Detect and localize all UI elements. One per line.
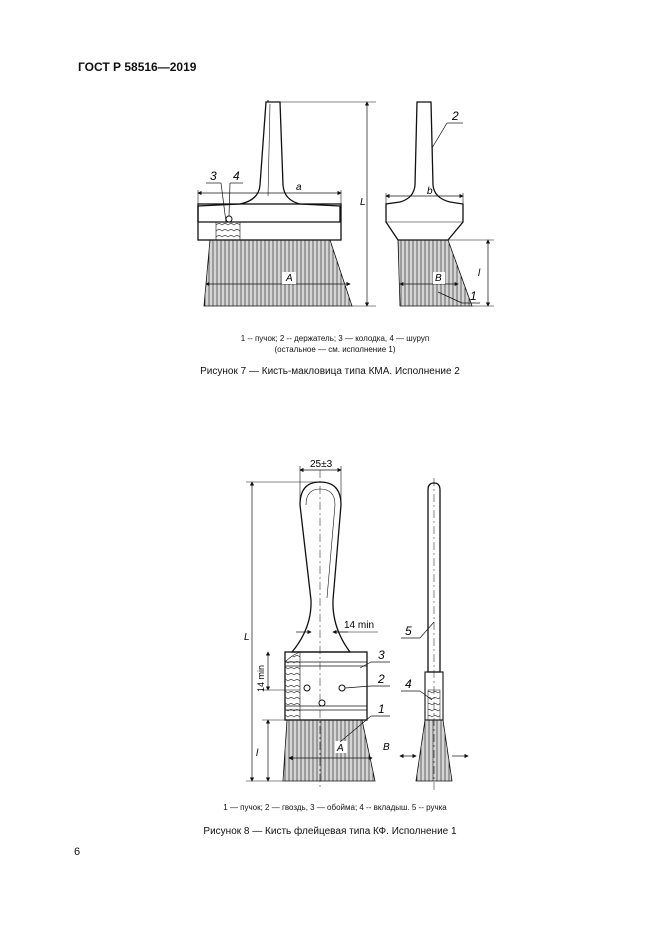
fig7-callout-2: 2 [451, 109, 459, 123]
figure7-legend-line1: 1 -- пучок; 2 -- держатель; 3 — колодка,… [240, 334, 430, 343]
fig8-callout-3: 3 [378, 648, 385, 662]
fig8-callout-2: 2 [377, 672, 385, 686]
document-header: ГОСТ Р 58516—2019 [78, 60, 197, 74]
fig7-dim-a: a [296, 182, 302, 193]
fig8-callout-1: 1 [378, 702, 385, 716]
figure7-legend-line2: (остальное — см. исполнение 1) [274, 345, 396, 354]
fig7-callout-3: 3 [210, 169, 217, 183]
fig8-dim-A: A [336, 743, 344, 754]
fig7-dim-b: b [427, 186, 433, 197]
fig8-neck-min: 14 min [344, 620, 374, 631]
fig7-callout-1: 1 [470, 289, 477, 303]
figure7-side-view: b B l 2 1 [385, 101, 494, 307]
figure7-front-view: a A L 3 4 [197, 100, 376, 307]
fig8-side-min: 14 min [256, 665, 266, 692]
fig8-dim-l: l [256, 748, 259, 759]
fig7-dim-L: L [360, 197, 366, 208]
fig8-width-top: 25±3 [310, 459, 333, 470]
figure8-side-view: B 5 4 [383, 478, 469, 790]
fig8-callout-4: 4 [405, 677, 412, 691]
fig7-dim-B: B [435, 273, 442, 284]
fig8-dim-B: B [383, 742, 390, 753]
fig8-dim-L: L [244, 632, 250, 643]
fig7-callout-4: 4 [233, 169, 240, 183]
page-number: 6 [74, 846, 81, 858]
fig7-dim-l: l [478, 268, 481, 279]
fig8-callout-5: 5 [405, 624, 412, 638]
figure8-front-view: 25±3 14 min L 14 min l A 3 2 1 [244, 459, 390, 790]
fig7-dim-A: A [285, 273, 293, 284]
figure7-legend: 1 -- пучок; 2 -- держатель; 3 — колодка,… [170, 333, 500, 355]
figure8-caption: Рисунок 8 — Кисть флейцевая типа КФ. Исп… [203, 826, 457, 837]
figure8-legend: 1 — пучок; 2 — гвоздь, 3 — обойма; 4 -- … [223, 803, 447, 812]
figure7-caption: Рисунок 7 — Кисть-макловица типа КМА. Ис… [200, 366, 460, 377]
